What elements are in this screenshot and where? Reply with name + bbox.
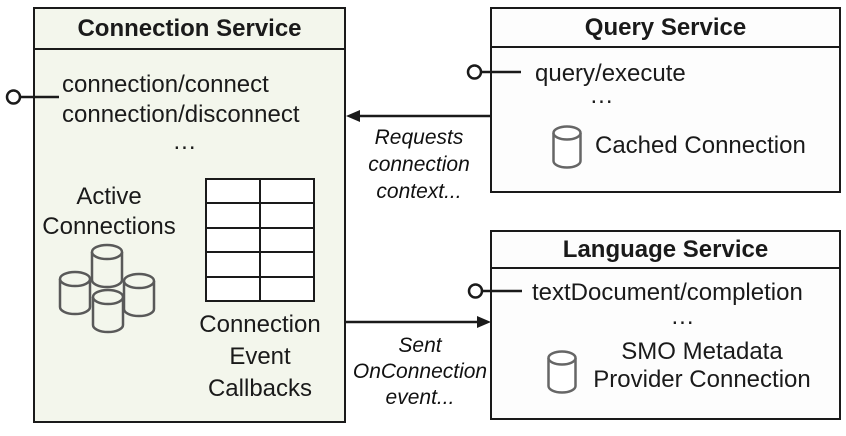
table-cell: [261, 277, 313, 300]
table-cell: [207, 204, 259, 227]
method-connection-connect: connection/connect: [62, 71, 269, 98]
table-cell: [207, 253, 259, 276]
smo-metadata-provider-label: SMO Metadata Provider Connection: [593, 338, 811, 393]
query-methods-ellipsis: ...: [590, 82, 614, 109]
connection-service-methods: connection/connect connection/disconnect: [62, 70, 300, 130]
arrow-left-icon: [346, 110, 490, 122]
method-query-execute: query/execute: [535, 60, 686, 87]
callback-table-grid: [205, 178, 315, 302]
language-service-title: Language Service: [492, 232, 839, 269]
language-service-box: Language Service textDocument/completion…: [490, 230, 841, 420]
query-service-title: Query Service: [492, 9, 839, 48]
table-cell: [207, 277, 259, 300]
connection-event-callbacks-label: Connection Event Callbacks: [199, 311, 321, 402]
requests-connection-context-label: Requests connection context...: [368, 126, 470, 203]
cached-connection-label: Cached Connection: [595, 132, 806, 159]
table-cell: [261, 253, 313, 276]
table-cell: [261, 180, 313, 203]
database-cluster-icon: [58, 243, 156, 334]
table-cell: [261, 204, 313, 227]
database-cylinder-icon: [547, 350, 577, 394]
connection-methods-ellipsis: ...: [173, 128, 197, 155]
table-cell: [207, 228, 259, 252]
language-methods-ellipsis: ...: [671, 303, 695, 330]
arrow-right-icon: [346, 316, 491, 328]
sent-onconnection-event-label: Sent OnConnection event...: [352, 334, 488, 409]
method-textdocument-completion: textDocument/completion: [532, 279, 803, 306]
active-connections-label: Active Connections: [42, 183, 176, 240]
table-cell: [207, 180, 259, 203]
database-cylinder-icon: [552, 125, 582, 169]
connection-service-title: Connection Service: [35, 9, 344, 50]
method-connection-disconnect: connection/disconnect: [62, 101, 300, 128]
query-service-box: Query Service query/execute ... Cached C…: [490, 7, 841, 193]
table-cell: [261, 228, 313, 252]
